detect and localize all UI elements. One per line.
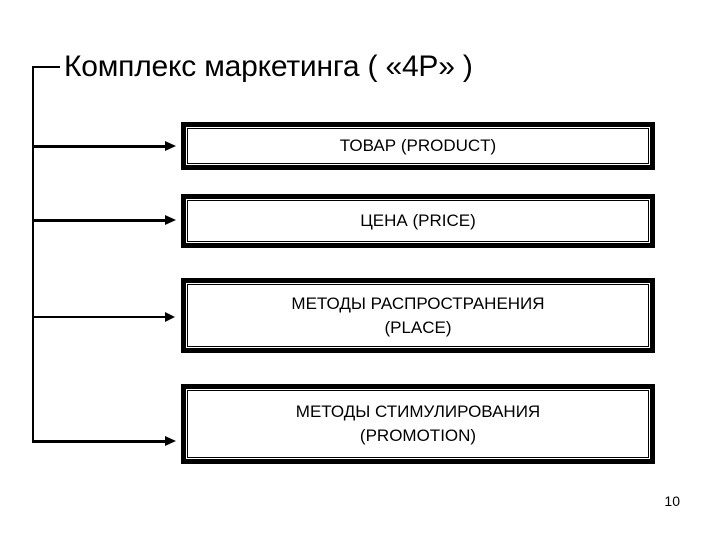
arrowhead-icon: [165, 215, 176, 225]
page-title: Комплекс маркетинга ( «4P» ): [64, 50, 473, 83]
arrowhead-icon: [165, 311, 175, 322]
arrowhead-icon: [165, 141, 176, 151]
box-price: ЦЕНА (PRICE): [181, 194, 655, 248]
bracket-vertical-stem: [32, 66, 34, 441]
box-label: МЕТОДЫ СТИМУЛИРОВАНИЯ (PROMOTION): [295, 402, 541, 445]
connector-shaft: [32, 440, 165, 443]
box-promotion: МЕТОДЫ СТИМУЛИРОВАНИЯ (PROMOTION): [181, 384, 655, 464]
connector-shaft: [32, 219, 165, 222]
page-number: 10: [664, 493, 680, 509]
box-label: МЕТОДЫ РАСПРОСТРАНЕНИЯ (PLACE): [291, 293, 545, 337]
connector-shaft: [32, 316, 165, 318]
box-label: ТОВАР (PRODUCT): [339, 136, 497, 155]
box-label: ЦЕНА (PRICE): [360, 211, 476, 230]
bracket-top-stub: [32, 66, 60, 68]
box-product: ТОВАР (PRODUCT): [181, 122, 655, 170]
arrowhead-icon: [165, 436, 176, 446]
connector-shaft: [32, 145, 165, 148]
box-place: МЕТОДЫ РАСПРОСТРАНЕНИЯ (PLACE): [181, 278, 655, 353]
